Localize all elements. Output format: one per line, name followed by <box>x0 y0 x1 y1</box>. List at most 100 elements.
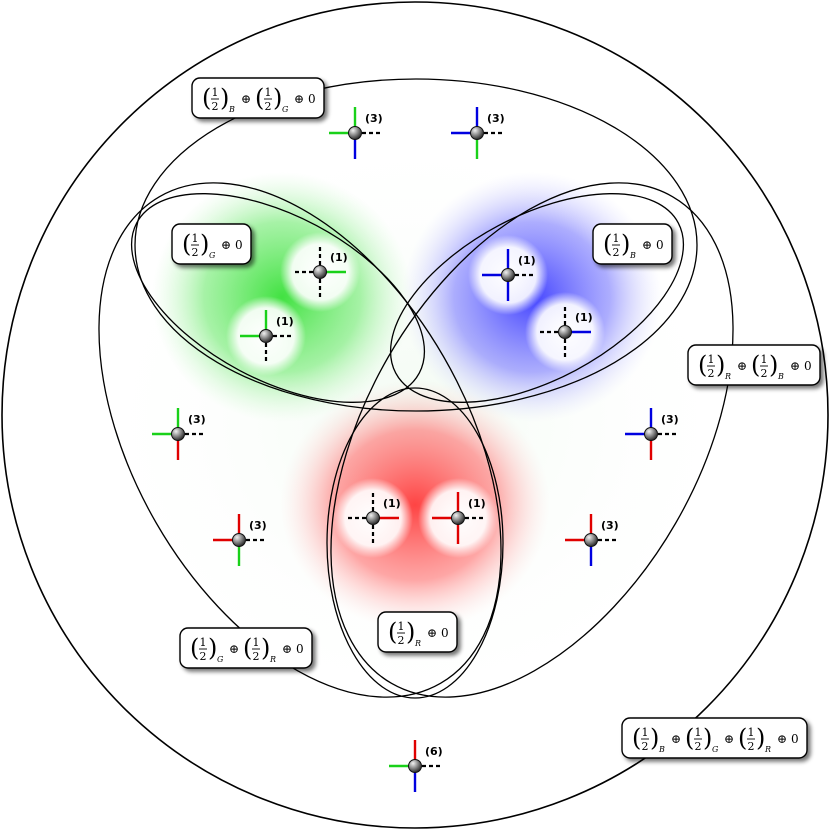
multiplicity-label: (3) <box>487 112 505 125</box>
weight-node <box>313 265 327 279</box>
multiplicity-label: (1) <box>276 315 294 328</box>
oplus-sign: ⊕ <box>241 92 251 106</box>
multiplicity-label: (3) <box>249 519 267 532</box>
red-glow <box>280 380 550 630</box>
fraction-denominator: 2 <box>695 740 702 753</box>
paren-left: ( <box>738 724 747 752</box>
paren-right: ) <box>406 618 415 646</box>
paren-right: ) <box>756 724 765 752</box>
fraction-denominator: 2 <box>398 634 405 647</box>
weight-cross-green-upper: (1) <box>294 246 348 298</box>
label-box <box>171 223 252 265</box>
multiplicity-label: (6) <box>425 745 443 758</box>
zero-term: 0 <box>235 238 243 252</box>
color-subscript: R <box>269 655 276 664</box>
weight-cross-green-lower: (1) <box>240 310 294 362</box>
paren-right: ) <box>261 634 270 662</box>
paren-left: ( <box>388 618 397 646</box>
multiplicity-label: (1) <box>330 251 348 264</box>
fraction-denominator: 2 <box>200 650 207 663</box>
color-subscript: B <box>629 251 636 260</box>
weight-node <box>171 427 185 441</box>
label-box <box>179 627 313 669</box>
ellipse-gr <box>98 182 502 698</box>
weight-cross-bottom: (6) <box>389 740 443 792</box>
ellipse-r <box>326 387 504 699</box>
paren-right: ) <box>220 84 229 112</box>
oplus-sign: ⊕ <box>221 238 231 252</box>
fraction-numerator: 1 <box>708 353 715 366</box>
rep-label-gr: (12)G⊕(12)R⊕0 <box>179 627 313 669</box>
multiplicity-label: (3) <box>365 112 383 125</box>
oplus-sign: ⊕ <box>724 732 734 746</box>
oplus-sign: ⊕ <box>642 238 652 252</box>
fraction-denominator: 2 <box>642 740 649 753</box>
multiplicity-label: (3) <box>661 413 679 426</box>
paren-left: ( <box>190 634 199 662</box>
weight-cross-right-mid: (3) <box>625 408 679 460</box>
weight-cross-red-left: (1) <box>347 492 401 544</box>
ellipse-bg <box>134 78 698 412</box>
label-box <box>687 344 821 386</box>
weight-cross-top-right: (3) <box>451 107 505 159</box>
zero-term: 0 <box>296 642 304 656</box>
paren-right: ) <box>200 230 209 258</box>
fraction-denominator: 2 <box>748 740 755 753</box>
color-subscript: B <box>228 105 235 114</box>
fraction-numerator: 1 <box>748 726 755 739</box>
color-subscript: G <box>209 251 216 260</box>
color-subscript: R <box>764 745 771 754</box>
paren-right: ) <box>273 84 282 112</box>
fraction-numerator: 1 <box>192 232 199 245</box>
weight-node <box>558 325 572 339</box>
paren-right: ) <box>716 351 725 379</box>
fraction-denominator: 2 <box>708 367 715 380</box>
rep-label-bg: (12)B⊕(12)G⊕0 <box>191 77 325 119</box>
paren-right: ) <box>208 634 217 662</box>
fraction-numerator: 1 <box>265 86 272 99</box>
weight-cross-blue-upper: (1) <box>482 249 536 301</box>
multiplicity-label: (3) <box>188 413 206 426</box>
weight-node <box>259 329 273 343</box>
fraction-numerator: 1 <box>212 86 219 99</box>
color-subscript: R <box>414 639 421 648</box>
paren-right: ) <box>621 230 630 258</box>
fraction-numerator: 1 <box>253 636 260 649</box>
paren-left: ( <box>243 634 252 662</box>
fraction-numerator: 1 <box>613 232 620 245</box>
fraction-numerator: 1 <box>642 726 649 739</box>
rep-label-g: (12)G ⊕ 0 <box>171 223 252 265</box>
fraction-denominator: 2 <box>212 100 219 113</box>
oplus-sign: ⊕ <box>790 359 800 373</box>
fraction-denominator: 2 <box>613 246 620 259</box>
fraction-denominator: 2 <box>192 246 199 259</box>
color-subscript: G <box>282 105 289 114</box>
weight-node <box>451 511 465 525</box>
paren-left: ( <box>182 230 191 258</box>
ellipse-b <box>389 193 685 403</box>
paren-left: ( <box>685 724 694 752</box>
weight-node <box>232 533 246 547</box>
paren-right: ) <box>769 351 778 379</box>
multiplicity-label: (1) <box>383 497 401 510</box>
weight-node <box>644 427 658 441</box>
paren-left: ( <box>632 724 641 752</box>
zero-term: 0 <box>308 92 316 106</box>
fraction-numerator: 1 <box>200 636 207 649</box>
multiplicity-label: (1) <box>575 311 593 324</box>
fraction-numerator: 1 <box>761 353 768 366</box>
oplus-sign: ⊕ <box>737 359 747 373</box>
fraction-denominator: 2 <box>265 100 272 113</box>
weight-node <box>470 126 484 140</box>
weight-cross-top-left: (3) <box>329 107 383 159</box>
paren-left: ( <box>698 351 707 379</box>
zero-term: 0 <box>804 359 812 373</box>
fraction-denominator: 2 <box>253 650 260 663</box>
paren-left: ( <box>202 84 211 112</box>
fraction-numerator: 1 <box>398 620 405 633</box>
multiplicity-label: (3) <box>601 519 619 532</box>
multiplicity-label: (1) <box>468 497 486 510</box>
weight-node <box>348 126 362 140</box>
weight-node <box>408 759 422 773</box>
